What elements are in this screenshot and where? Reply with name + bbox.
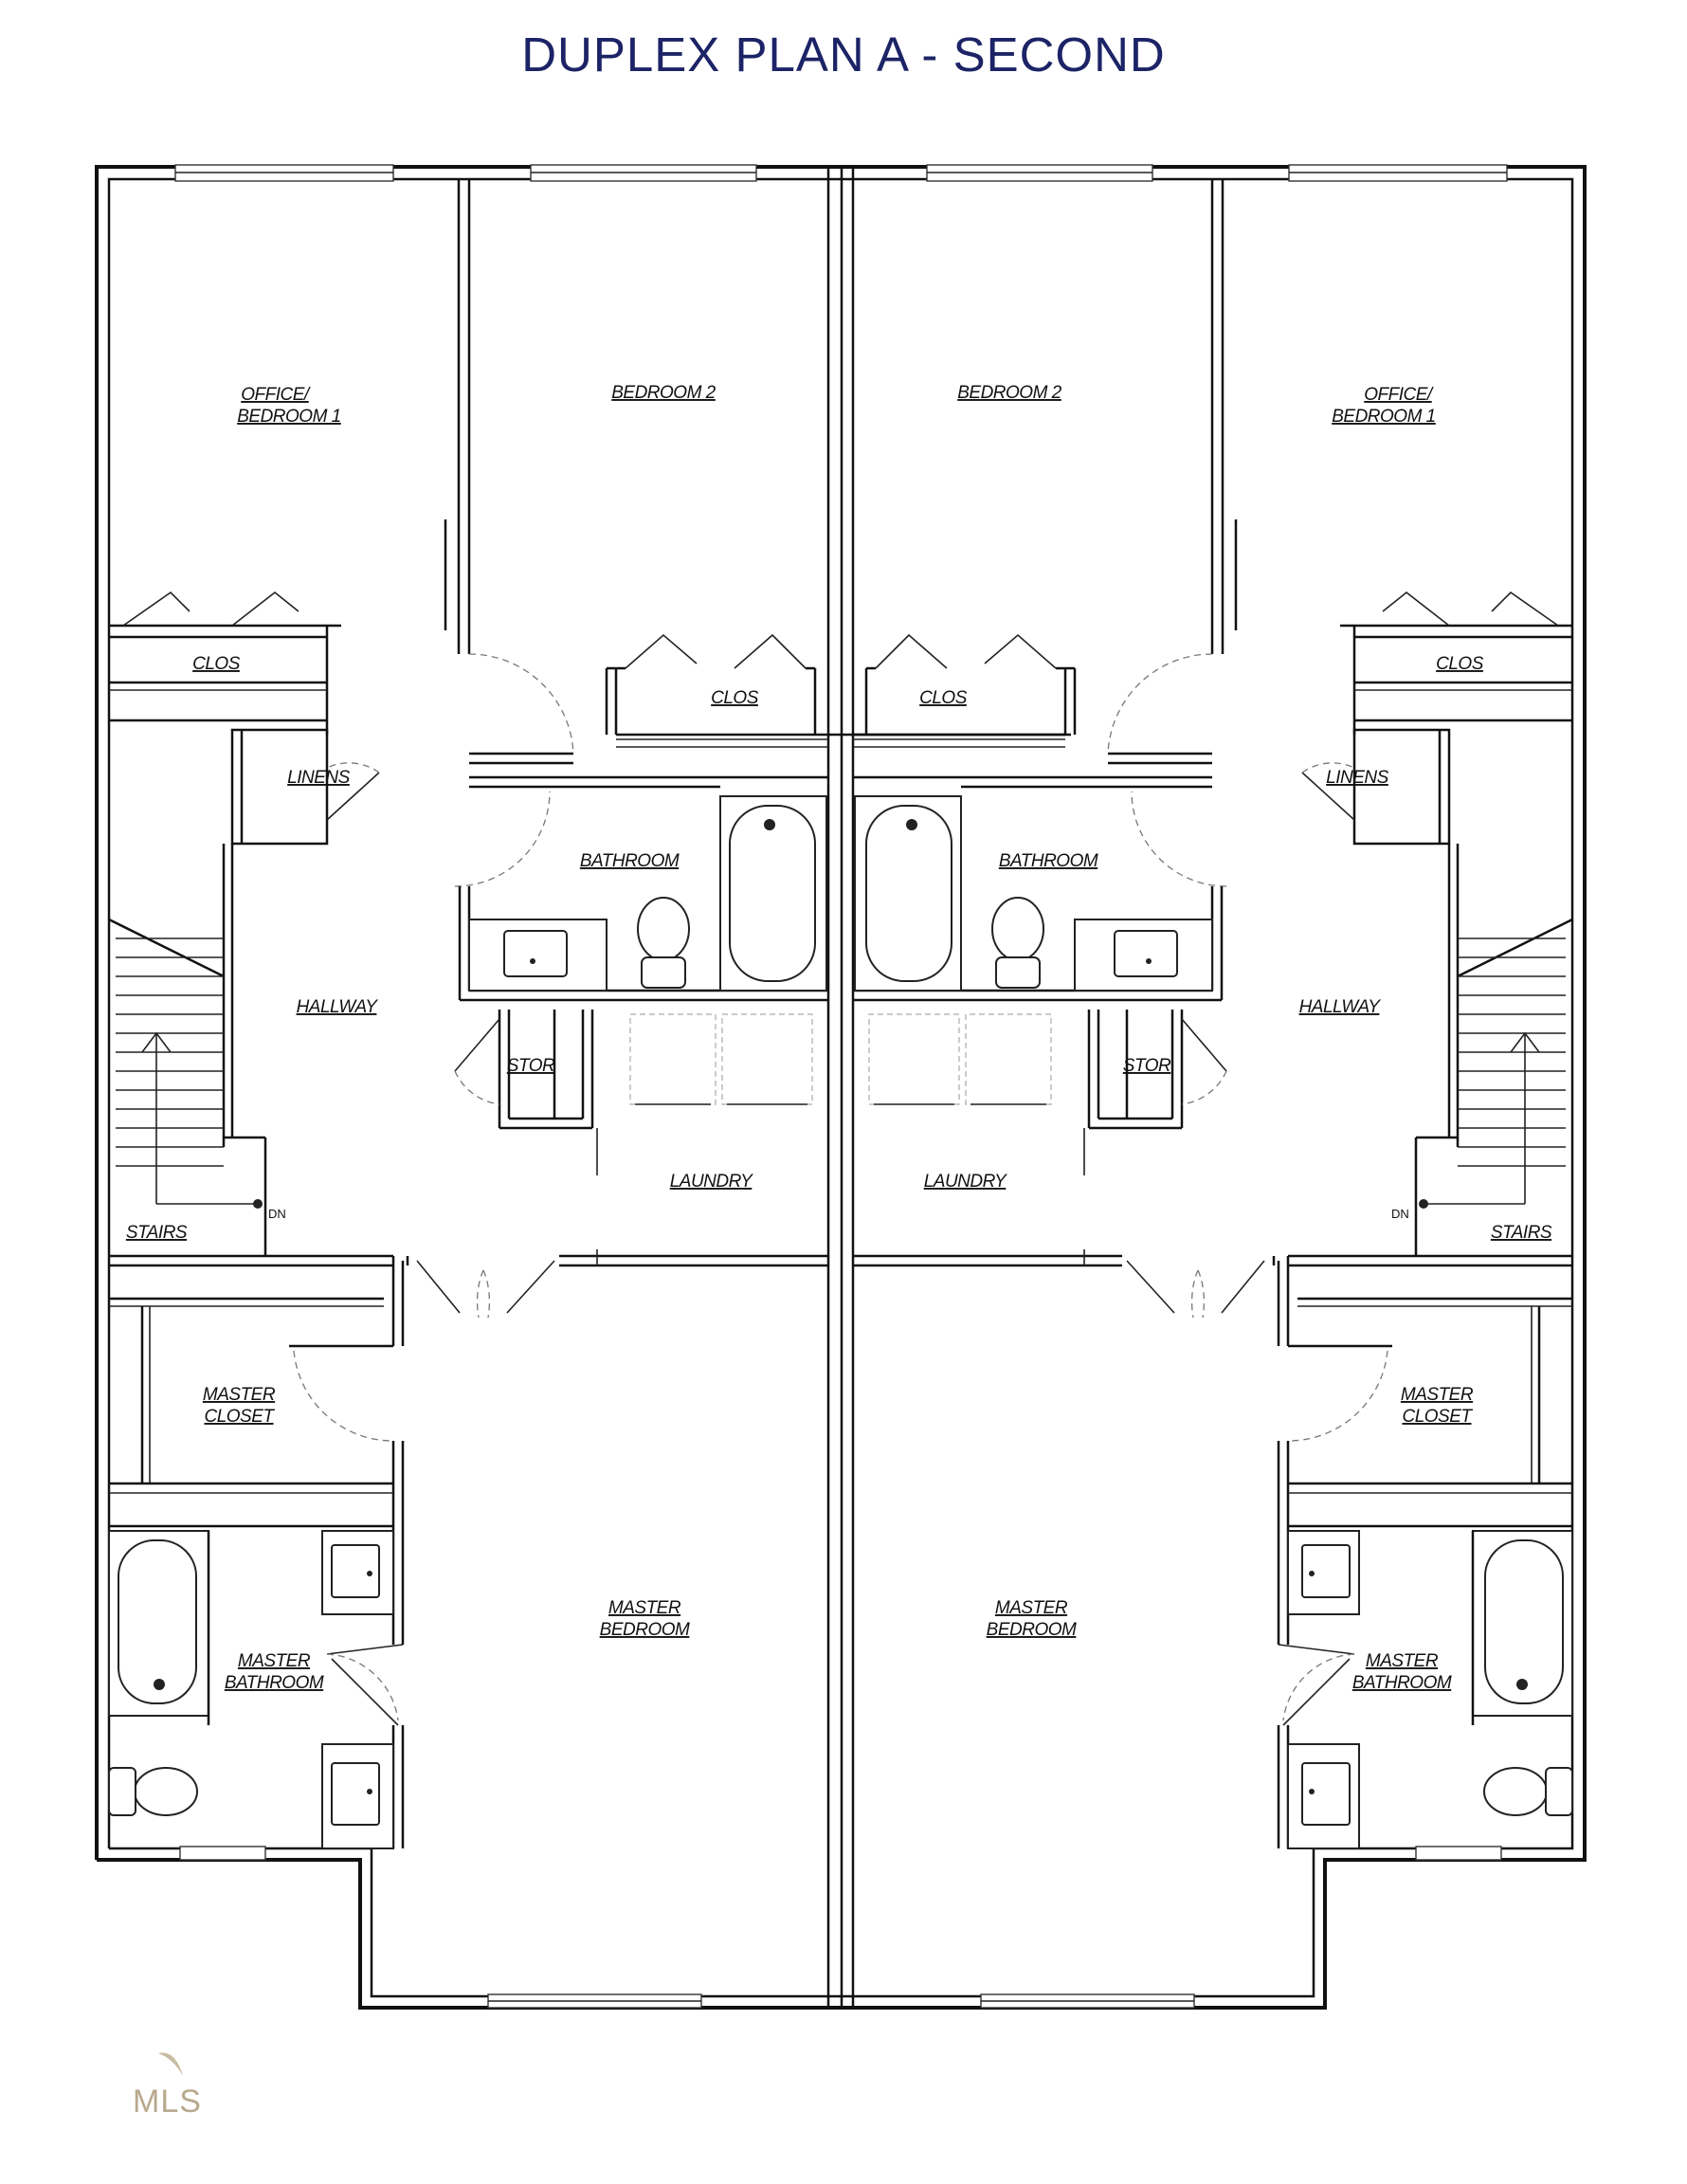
watermark-text: MLS	[133, 2084, 202, 2120]
room-label: BATHROOM	[1352, 1673, 1452, 1693]
right-unit-walls	[853, 179, 1573, 1849]
dn-label: DN	[268, 1207, 286, 1221]
exterior-walls	[95, 165, 1587, 2010]
right-stairs	[1419, 918, 1573, 1209]
room-label: MASTER	[203, 1385, 276, 1405]
room-label: BEDROOM 2	[957, 383, 1061, 403]
plan-title: DUPLEX PLAN A - SECOND	[521, 27, 1166, 82]
room-label: BATHROOM	[999, 851, 1098, 871]
dn-label: DN	[1391, 1207, 1409, 1221]
room-label: BEDROOM	[987, 1620, 1077, 1640]
room-label: CLOS	[919, 688, 968, 708]
room-label: MASTER	[1366, 1651, 1439, 1671]
dn-marker-icon	[253, 1199, 263, 1209]
room-label: CLOSET	[1402, 1407, 1473, 1427]
room-label: LINENS	[287, 768, 350, 788]
toilet-icon	[1483, 1767, 1548, 1816]
toilet-icon	[991, 897, 1044, 961]
bathtub-icon	[1484, 1539, 1564, 1704]
room-label: MASTER	[608, 1598, 681, 1618]
bathtub-icon	[118, 1539, 197, 1704]
room-label: HALLWAY	[1299, 997, 1382, 1017]
room-label: OFFICE/	[241, 385, 311, 405]
bathtub-icon	[865, 805, 952, 982]
room-label: CLOSET	[204, 1407, 275, 1427]
room-label: BEDROOM 1	[1332, 407, 1436, 427]
room-labels: OFFICE/ BEDROOM 1 BEDROOM 2 BEDROOM 2 OF…	[126, 383, 1553, 1693]
room-label: LINENS	[1326, 768, 1388, 788]
room-label: MASTER	[238, 1651, 311, 1671]
room-label: BEDROOM 1	[237, 407, 341, 427]
room-label: MASTER	[1401, 1385, 1474, 1405]
left-unit-walls	[108, 179, 1071, 1849]
left-stairs	[108, 918, 263, 1209]
toilet-icon	[134, 1767, 198, 1816]
room-label: BATHROOM	[580, 851, 680, 871]
room-label: LAUNDRY	[670, 1172, 753, 1192]
room-label: CLOS	[711, 688, 759, 708]
room-label: LAUNDRY	[924, 1172, 1007, 1192]
bathtub-icon	[729, 805, 816, 982]
room-label: MASTER	[995, 1598, 1068, 1618]
room-label: STAIRS	[126, 1223, 188, 1243]
mls-logo-icon	[158, 2052, 183, 2076]
room-label: STOR	[1123, 1056, 1171, 1076]
room-label: BATHROOM	[225, 1673, 324, 1693]
dn-marker-icon	[1419, 1199, 1428, 1209]
windows	[174, 164, 1508, 2009]
room-label: CLOS	[192, 654, 241, 674]
room-label: OFFICE/	[1364, 385, 1434, 405]
room-label: CLOS	[1436, 654, 1484, 674]
room-label: BEDROOM 2	[611, 383, 716, 403]
room-label: BEDROOM	[600, 1620, 690, 1640]
toilet-icon	[637, 897, 690, 961]
room-label: STOR	[507, 1056, 555, 1076]
room-label: STAIRS	[1491, 1223, 1552, 1243]
room-label: HALLWAY	[297, 997, 379, 1017]
